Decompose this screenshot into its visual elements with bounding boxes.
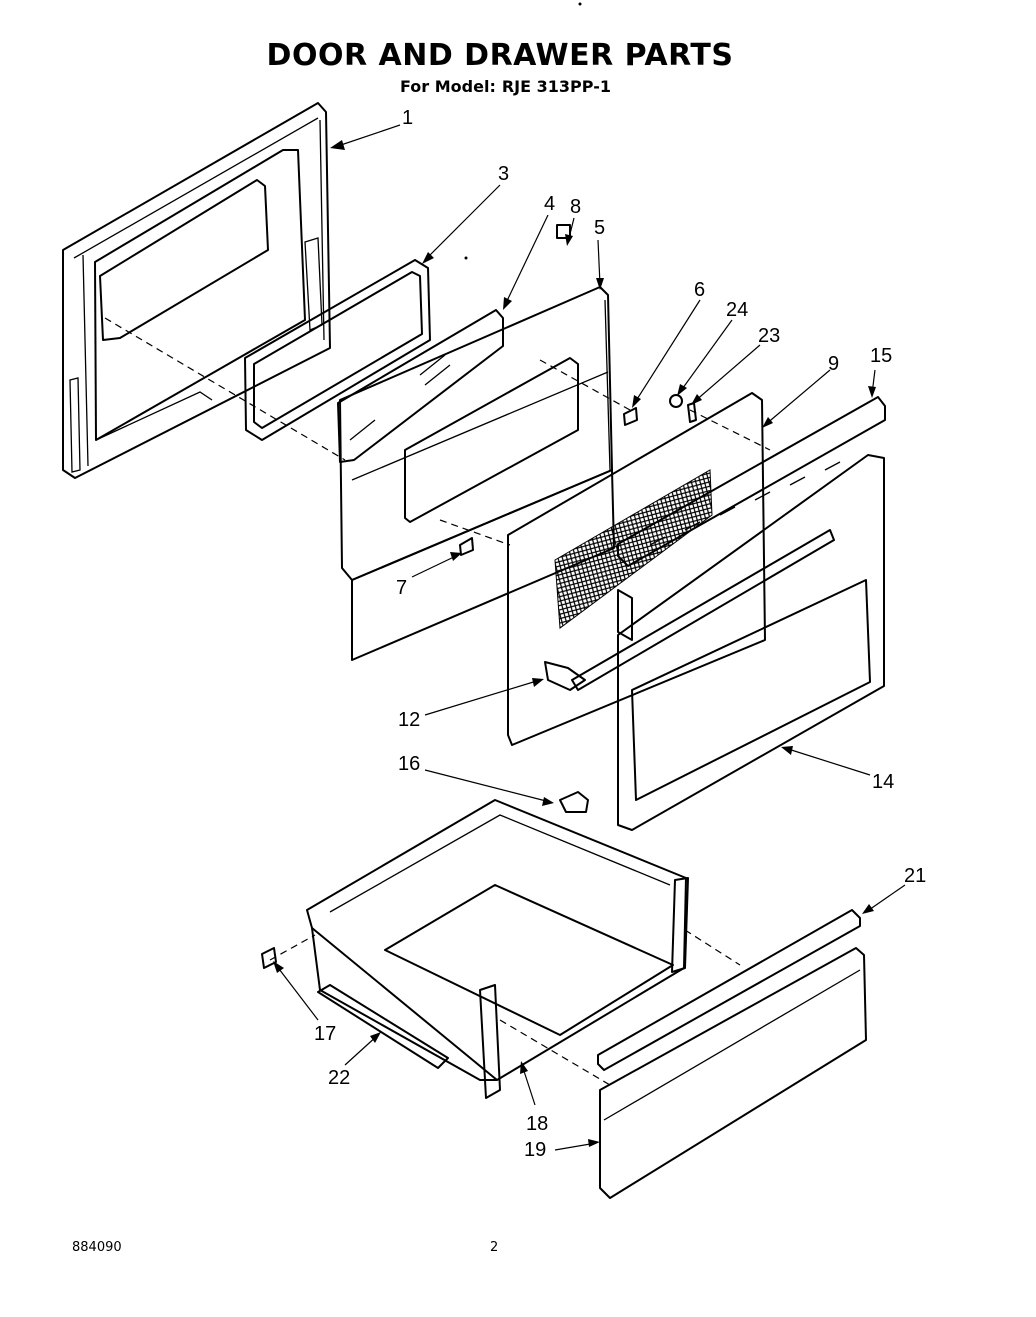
part-24-screw: [669, 394, 683, 408]
model-prefix: For Model:: [400, 77, 496, 96]
page-title: DOOR AND DRAWER PARTS: [266, 38, 734, 73]
part-16-clip: [559, 791, 589, 813]
callout-22: 22: [328, 1067, 351, 1089]
callout-18: 18: [526, 1113, 549, 1135]
callout-6: 6: [694, 279, 706, 301]
document-number: 884090: [72, 1240, 122, 1255]
callout-19: 19: [524, 1139, 547, 1161]
door-frame: [617, 454, 885, 831]
part-7-clip: [459, 537, 474, 556]
stray-mark: [578, 2, 582, 6]
vent-panel: [507, 392, 766, 746]
drawer-side-rail: [317, 984, 449, 1069]
model-subtitle: For Model: RJE 313PP-1: [400, 77, 611, 96]
callout-17: 17: [314, 1023, 337, 1045]
part-17-clip: [261, 947, 277, 969]
callout-9: 9: [828, 353, 840, 375]
callout-12: 12: [398, 709, 421, 731]
callout-8: 8: [570, 196, 582, 218]
window-glass: [337, 309, 504, 463]
callout-21: 21: [904, 865, 927, 887]
drawer-trim: [597, 909, 861, 1071]
callout-3: 3: [498, 163, 510, 185]
outer-door-panel: [62, 102, 331, 479]
callout-1: 1: [402, 107, 414, 129]
callout-24: 24: [726, 299, 749, 321]
drawer-body: [306, 799, 689, 1099]
callout-15: 15: [870, 345, 893, 367]
callout-14: 14: [872, 771, 895, 793]
vent-trim: [617, 396, 886, 567]
stray-mark: [464, 256, 468, 260]
callout-7: 7: [396, 577, 408, 599]
part-8-clip: [556, 224, 571, 239]
door-rod: [544, 529, 835, 691]
door-gasket: [244, 259, 431, 441]
model-number: RJE 313PP-1: [501, 77, 611, 96]
page-number: 2: [490, 1240, 499, 1255]
callout-23: 23: [758, 325, 781, 347]
callout-4: 4: [544, 193, 556, 215]
alignment-lines: [104, 317, 771, 1086]
callout-5: 5: [594, 217, 606, 239]
leader-lines: [273, 124, 906, 1151]
callout-16: 16: [398, 753, 421, 775]
drawer-front: [599, 947, 867, 1199]
part-6-clip: [623, 407, 638, 426]
